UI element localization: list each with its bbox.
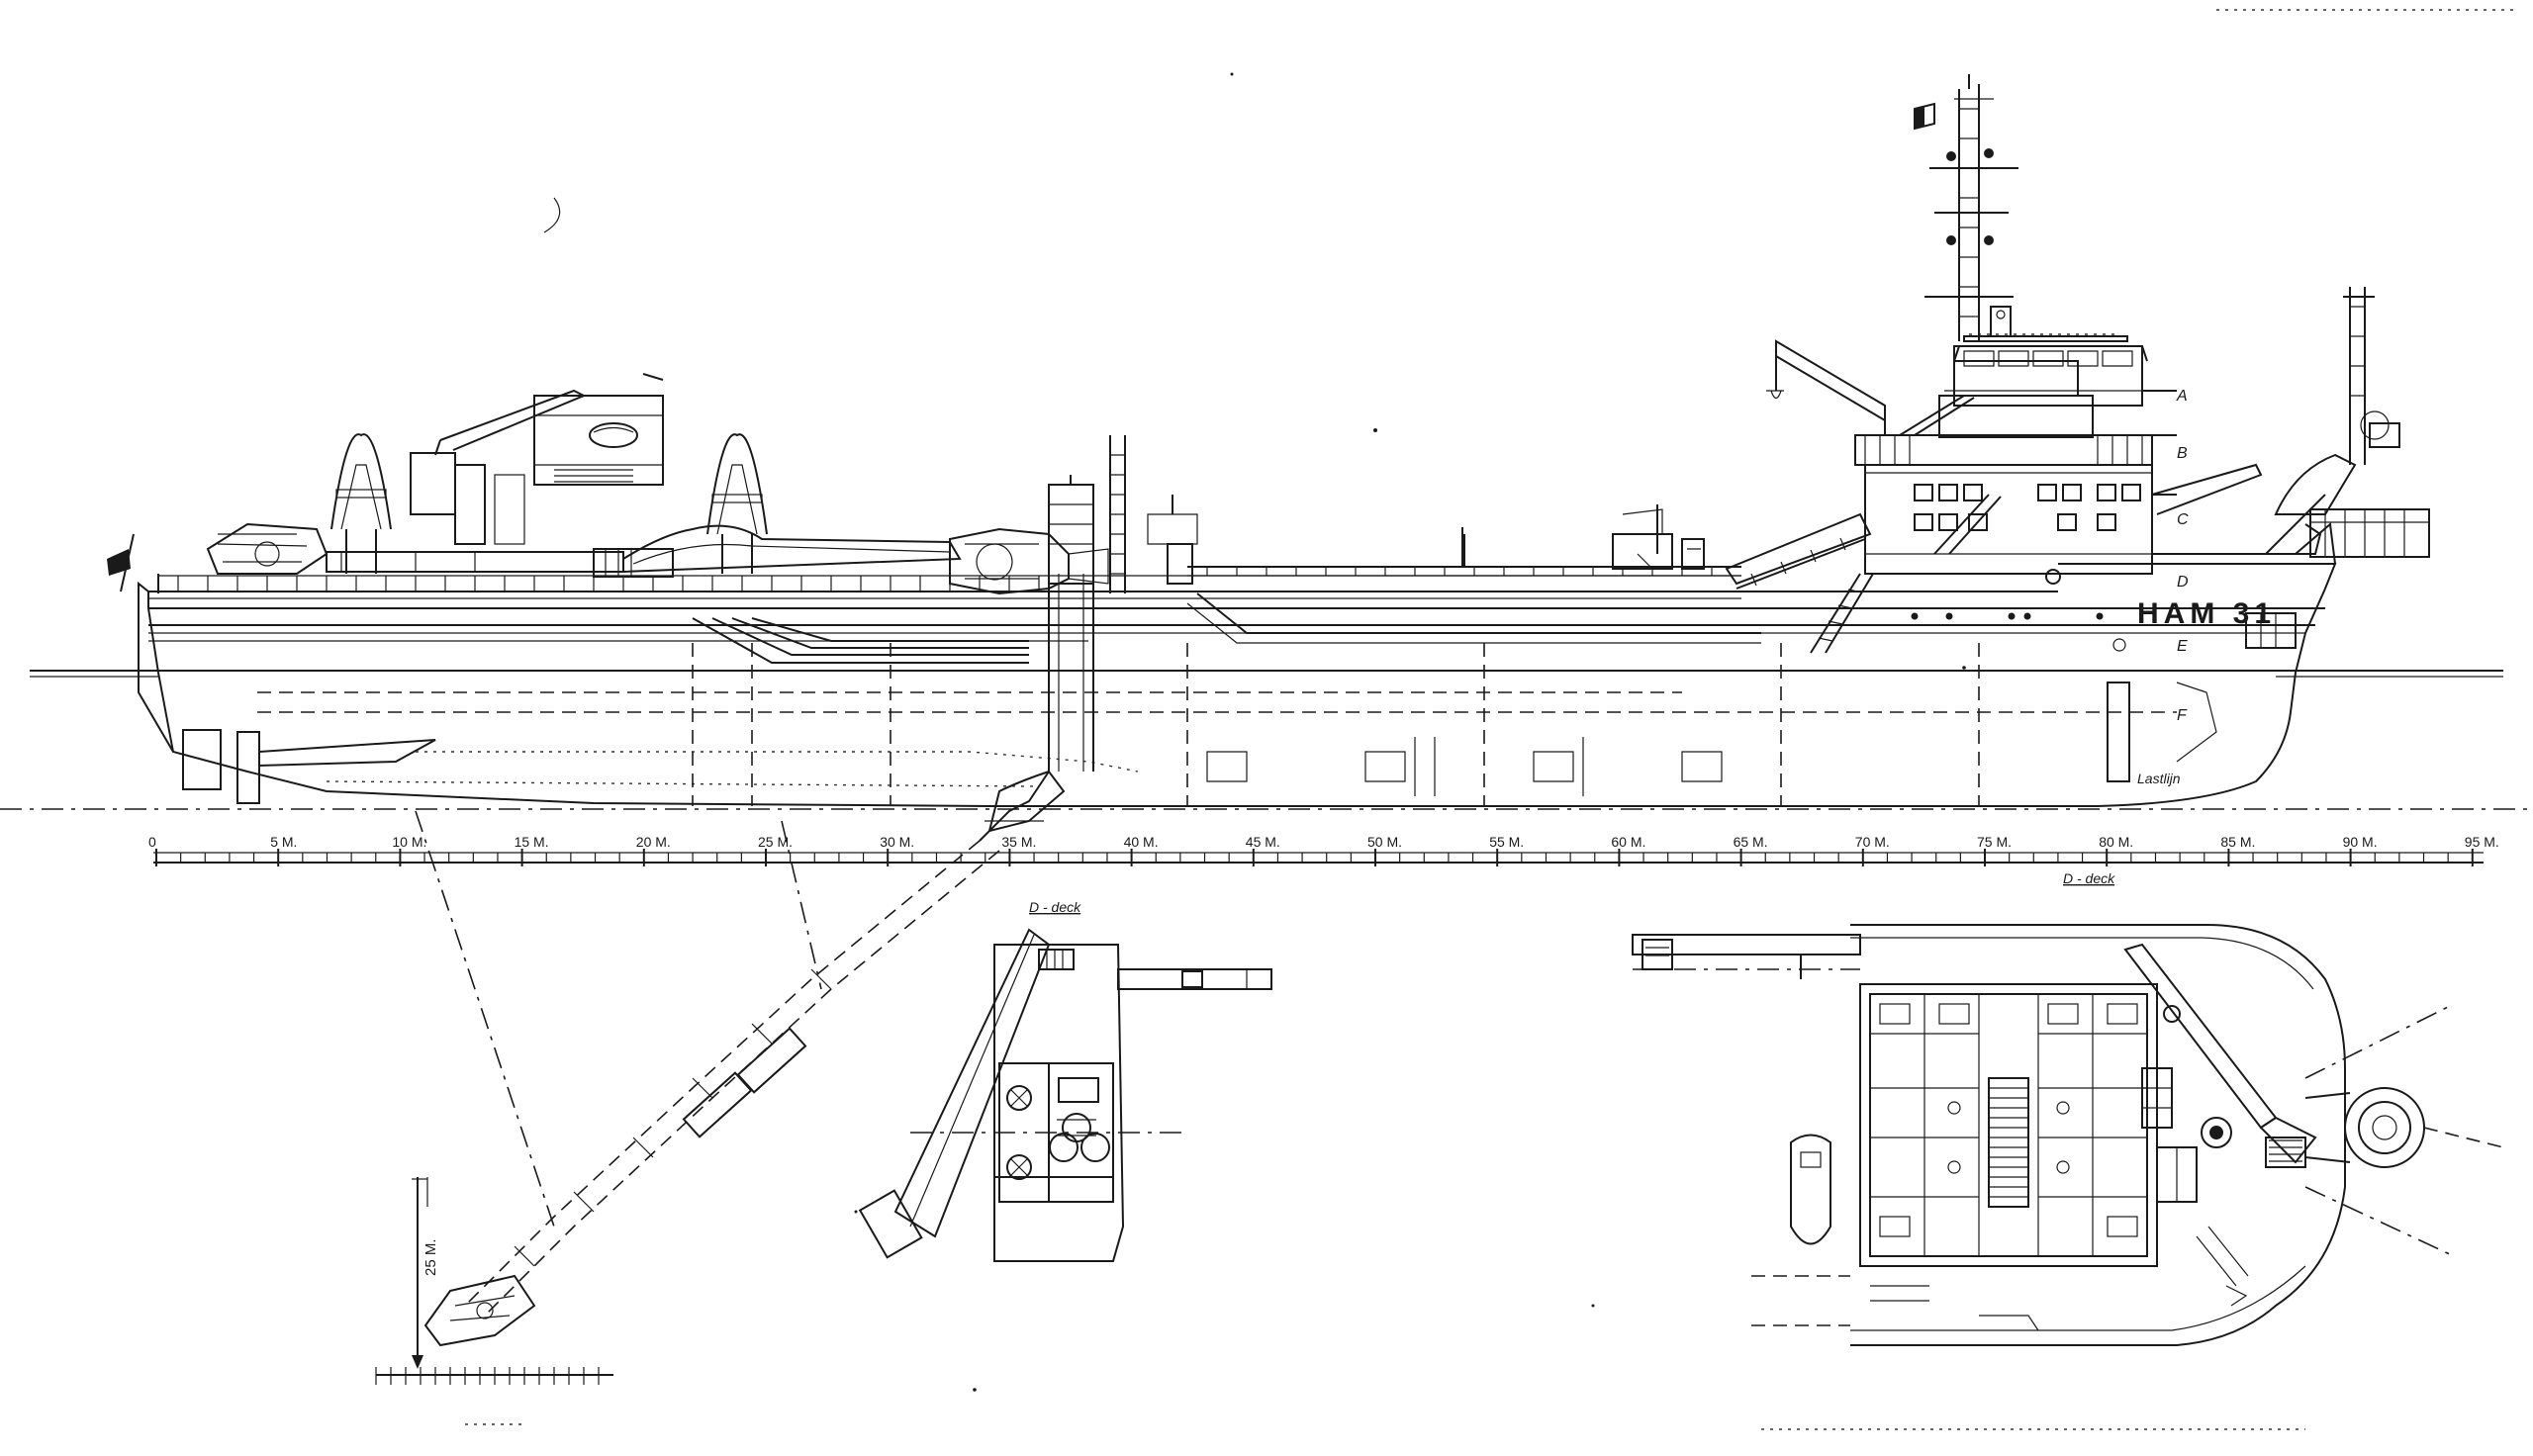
scale-label: 20 M.: [636, 834, 671, 850]
deck-letter-labels: A B C D E F: [2176, 388, 2189, 724]
bow-mast: [2343, 287, 2400, 465]
metre-scale: 0 5 M. 10 M. 15 M. 20 M. 25 M. 30 M. 35 M. 40 M.…: [148, 834, 2499, 866]
scale-label: 70 M.: [1855, 834, 1890, 850]
scale-label: 45 M.: [1246, 834, 1280, 850]
depth-label: 25 M.: [422, 1238, 439, 1276]
scale-ticks: [155, 849, 2474, 866]
main-mast: [1914, 74, 2018, 341]
trailing-suction-pipe: [423, 770, 1066, 1347]
scale-label: 0: [148, 834, 156, 850]
main-deck-railing: [148, 566, 1761, 644]
davit-crane: [1766, 339, 1886, 435]
deckhouse-rooms: [1870, 994, 2181, 1256]
deck-label-e: E: [2177, 638, 2188, 655]
scale-label: 95 M.: [2465, 834, 2499, 850]
hull-profile: [138, 563, 2337, 807]
deck-label-a: A: [2176, 388, 2188, 405]
scale-label: 75 M.: [1977, 834, 2012, 850]
seabed-blocks: [375, 1367, 613, 1385]
bow-structure: [2152, 453, 2430, 649]
accommodation-plan-view: D - deck: [1632, 870, 2504, 1346]
waterline-label: Lastlijn: [2137, 771, 2181, 786]
waterline: [30, 670, 2503, 678]
hopper-door-marks: [1206, 737, 1723, 796]
mid-gantry: [706, 433, 768, 574]
stern-flag: [107, 533, 135, 592]
scale-label: 65 M.: [1734, 834, 1768, 850]
scale-label: 10 M.: [392, 834, 426, 850]
suction-pipeline: [206, 435, 1126, 772]
projection-lines: [415, 810, 822, 1228]
scale-label: 40 M.: [1124, 834, 1159, 850]
scan-artifacts: [465, 9, 2513, 1430]
scale-label: 25 M.: [758, 834, 793, 850]
scale-label: 90 M.: [2343, 834, 2378, 850]
scale-label: 30 M.: [880, 834, 914, 850]
deckhouse: [1810, 333, 2322, 654]
deck-label-b: B: [2177, 445, 2188, 462]
depth-indicator: [412, 1177, 428, 1369]
deck-label-d: D: [2177, 574, 2189, 591]
deck-label-f: F: [2177, 707, 2188, 724]
scale-label: 60 M.: [1611, 834, 1645, 850]
scale-label: 85 M.: [2220, 834, 2255, 850]
scale-label: 50 M.: [1367, 834, 1402, 850]
overflow-pipes: [1725, 512, 1872, 590]
suction-pipe-plan-view: D - deck: [858, 899, 1272, 1262]
deck-label-c: C: [2177, 511, 2189, 528]
crane: [410, 373, 664, 545]
scale-label: 15 M.: [515, 834, 549, 850]
accommodation-plan-title: D - deck: [2063, 870, 2115, 886]
scale-label: 80 M.: [2099, 834, 2133, 850]
hopper-items: [1147, 495, 1705, 585]
scale-label: 5 M.: [270, 834, 297, 850]
hull-portholes: [1911, 612, 2126, 652]
scale-labels: 0 5 M. 10 M. 15 M. 20 M. 25 M. 30 M. 35 M. 40 M.…: [148, 834, 2499, 850]
suction-plan-title: D - deck: [1029, 899, 1081, 915]
scale-label: 35 M.: [1001, 834, 1036, 850]
scale-label: 55 M.: [1489, 834, 1524, 850]
